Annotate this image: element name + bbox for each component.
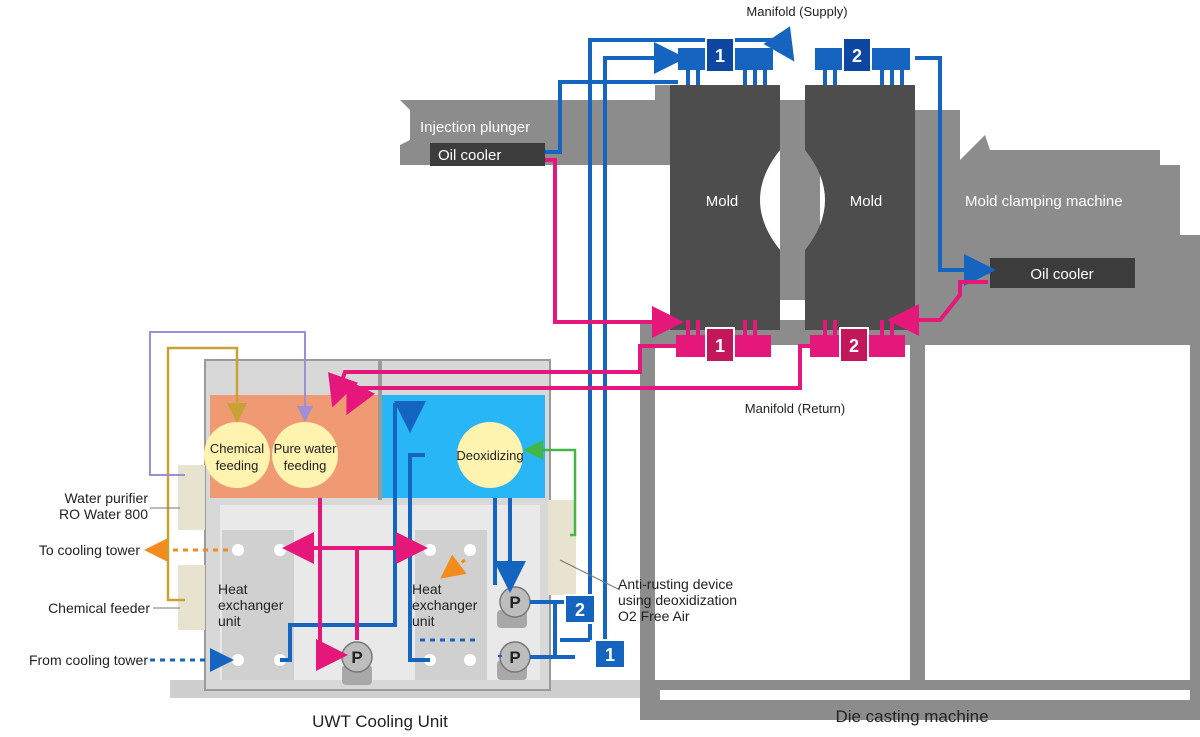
- chemical-feeding-label-1: Chemical: [210, 441, 264, 456]
- circuit-1-box: [594, 639, 626, 669]
- uwt-cooling-unit: [170, 359, 640, 698]
- mold-clamping-machine-label: Mold clamping machine: [965, 193, 1123, 210]
- oil-cooler-left-label: Oil cooler: [438, 147, 501, 164]
- manifold-return-2-number: 2: [849, 336, 859, 356]
- return-lines: [282, 158, 988, 671]
- manifold-return-1-number: 1: [715, 336, 725, 356]
- oil-cooler-left: [430, 143, 545, 166]
- chemical-feeding-label-2: feeding: [216, 458, 259, 473]
- anti-rust-label-2: using deoxidization: [618, 592, 737, 608]
- hx-left-label-3: unit: [218, 613, 241, 629]
- circuit-2-box: [564, 594, 596, 624]
- manifold-supply: [678, 37, 910, 85]
- manifold-supply-label: Manifold (Supply): [746, 4, 847, 19]
- hx-right-label-1: Heat: [412, 581, 442, 597]
- injection-plunger-label: Injection plunger: [420, 119, 530, 136]
- pure-water-feeding-label-1: Pure water: [274, 441, 338, 456]
- to-cooling-tower-label: To cooling tower: [39, 542, 141, 558]
- deoxidizing-label: Deoxidizing: [456, 448, 523, 463]
- mold-left: [670, 85, 780, 330]
- water-purifier-label-2: RO Water 800: [59, 506, 148, 522]
- pump-label: P: [509, 593, 520, 612]
- pure-water-feeding-label-2: feeding: [284, 458, 327, 473]
- hx-right-label-2: exchanger: [412, 597, 478, 613]
- manifold-return-label: Manifold (Return): [745, 401, 845, 416]
- manifold-supply-2-number: 2: [852, 46, 862, 66]
- chemical-feeder-label: Chemical feeder: [48, 600, 150, 616]
- supply-lines: [280, 26, 996, 662]
- die-casting-machine: [400, 85, 1200, 720]
- o2-free-air-line: [523, 440, 577, 537]
- mold-2-label: Mold: [850, 193, 883, 210]
- hx-right-label-3: unit: [412, 613, 435, 629]
- die-casting-machine-label: Die casting machine: [835, 707, 988, 726]
- anti-rust-label-3: O2 Free Air: [618, 608, 690, 624]
- circuit-1-label: 1: [605, 645, 615, 665]
- pump-label: P: [509, 648, 520, 667]
- anti-rust-label-1: Anti-rusting device: [618, 576, 733, 592]
- deoxidizing-tank: [457, 422, 523, 488]
- manifold-return: [676, 320, 905, 363]
- oil-cooler-right-label: Oil cooler: [1030, 266, 1093, 283]
- from-cooling-tower-label: From cooling tower: [29, 652, 148, 668]
- circuit-2-label: 2: [575, 600, 585, 620]
- pump-label: P: [351, 648, 362, 667]
- mold-1-label: Mold: [706, 193, 739, 210]
- hx-left-label-1: Heat: [218, 581, 248, 597]
- chemical-feeding-tank: [204, 422, 270, 488]
- manifold-supply-1-number: 1: [715, 46, 725, 66]
- mold-right: [805, 85, 915, 330]
- oil-cooler-right: [990, 258, 1135, 288]
- uwt-cooling-unit-label: UWT Cooling Unit: [312, 712, 448, 731]
- hx-left-label-2: exchanger: [218, 597, 284, 613]
- water-purifier-label-1: Water purifier: [64, 490, 148, 506]
- chemical-feeder-line: [166, 346, 247, 602]
- water-purifier-line: [149, 331, 313, 476]
- pure-water-feeding-tank: [272, 422, 338, 488]
